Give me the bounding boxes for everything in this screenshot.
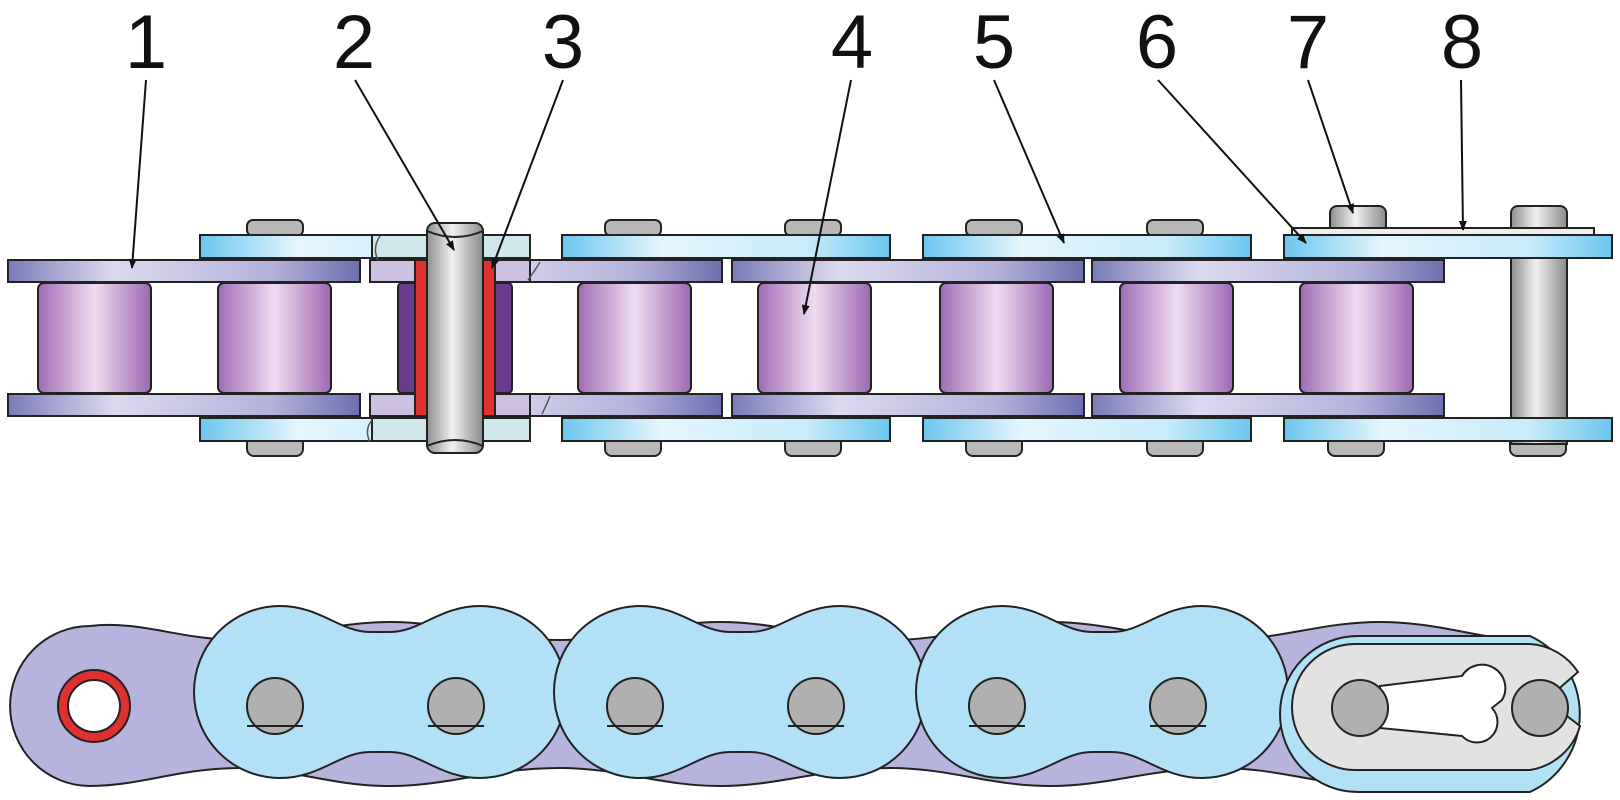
leader-8 — [1458, 79, 1467, 231]
callout-numbers: 1 2 3 4 5 6 7 8 — [125, 0, 1483, 85]
callout-3: 3 — [542, 0, 584, 85]
leader-1 — [128, 79, 147, 269]
callout-1: 1 — [125, 0, 167, 85]
leader-3 — [491, 79, 564, 269]
callout-2: 2 — [333, 0, 375, 85]
leader-4 — [801, 79, 852, 315]
callout-8: 8 — [1441, 0, 1483, 85]
callout-6: 6 — [1136, 0, 1178, 85]
rollers — [37, 282, 1414, 394]
pin-heads-top — [246, 219, 1204, 237]
pin — [426, 222, 484, 454]
inner-plates-top — [7, 259, 1445, 283]
connecting-pin — [1510, 235, 1568, 445]
pin-ends-side — [246, 677, 1207, 735]
connecting-pin-end-left — [1331, 679, 1389, 737]
outer-plates-side — [193, 604, 1289, 780]
callout-7: 7 — [1287, 0, 1329, 85]
callout-5: 5 — [973, 0, 1015, 85]
inner-plates-bottom — [7, 393, 1445, 417]
spring-clip-edge — [1291, 227, 1595, 236]
leader-6 — [1157, 79, 1307, 244]
callout-4: 4 — [831, 0, 873, 85]
callout-leaders — [128, 79, 1467, 315]
chain-top-view — [7, 205, 1613, 457]
connecting-pin-end-right — [1511, 679, 1569, 737]
leader-5 — [993, 79, 1065, 244]
leader-7 — [1307, 79, 1354, 214]
break-line — [366, 235, 551, 443]
outer-plates-top — [199, 234, 1613, 259]
leader-2 — [354, 79, 455, 251]
chain-side-view — [9, 604, 1582, 793]
